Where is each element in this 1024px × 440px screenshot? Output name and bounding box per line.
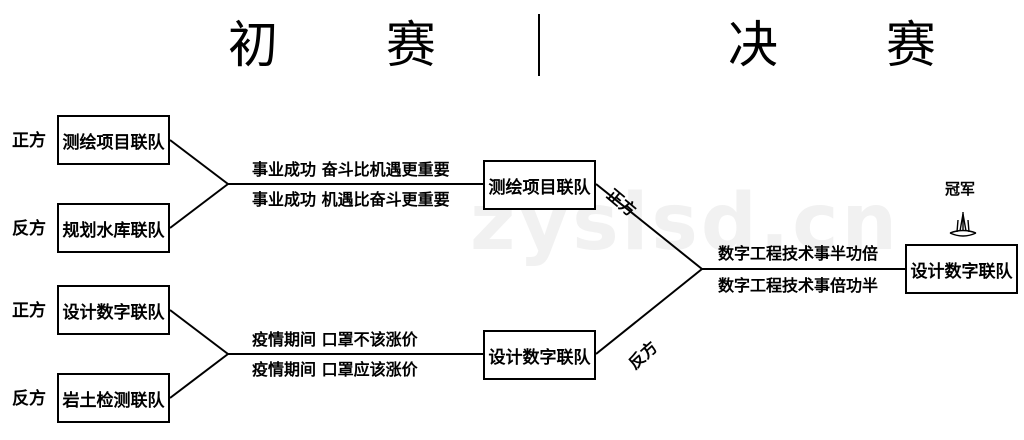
bracket-line-m1-con [169,183,229,229]
m1-con-side-label: 反方 [12,219,46,239]
m2-motion-con: 疫情期间 口罩应该涨价 [252,360,418,379]
m2-motion-pro: 疫情期间 口罩不该涨价 [252,330,418,349]
bracket-line-m2-con [169,353,229,399]
trophy-icon [949,212,977,237]
m1-pro-side-label: 正方 [12,131,46,151]
final-motion-pro: 数字工程技术事半功倍 [718,244,879,263]
m2-con-team-box: 岩土检测联队 [57,373,170,423]
m1-pro-team-box: 测绘项目联队 [57,115,170,165]
champion-team-box: 设计数字联队 [905,244,1018,294]
m2-winner-box: 设计数字联队 [483,330,596,380]
bracket-line-final-con [595,268,703,355]
bracket-line-final-pro [595,183,703,270]
m2-con-side-label: 反方 [12,389,46,409]
m1-motion-con: 事业成功 机遇比奋斗更重要 [252,190,450,209]
m1-con-team-box: 规划水库联队 [57,203,170,253]
final-motion-con: 数字工程技术事倍功半 [718,276,879,295]
bracket-line-m1-pro [169,139,229,185]
final-title: 决 赛 [728,16,982,74]
header-divider [538,14,540,76]
prelim-title: 初 赛 [228,16,482,74]
champion-label: 冠军 [945,180,976,198]
m1-motion-pro: 事业成功 奋斗比机遇更重要 [252,160,450,179]
m2-pro-team-box: 设计数字联队 [57,285,170,335]
bracket-line-m2-pro [169,309,229,355]
m2-pro-side-label: 正方 [12,301,46,321]
m1-winner-box: 测绘项目联队 [483,160,596,210]
